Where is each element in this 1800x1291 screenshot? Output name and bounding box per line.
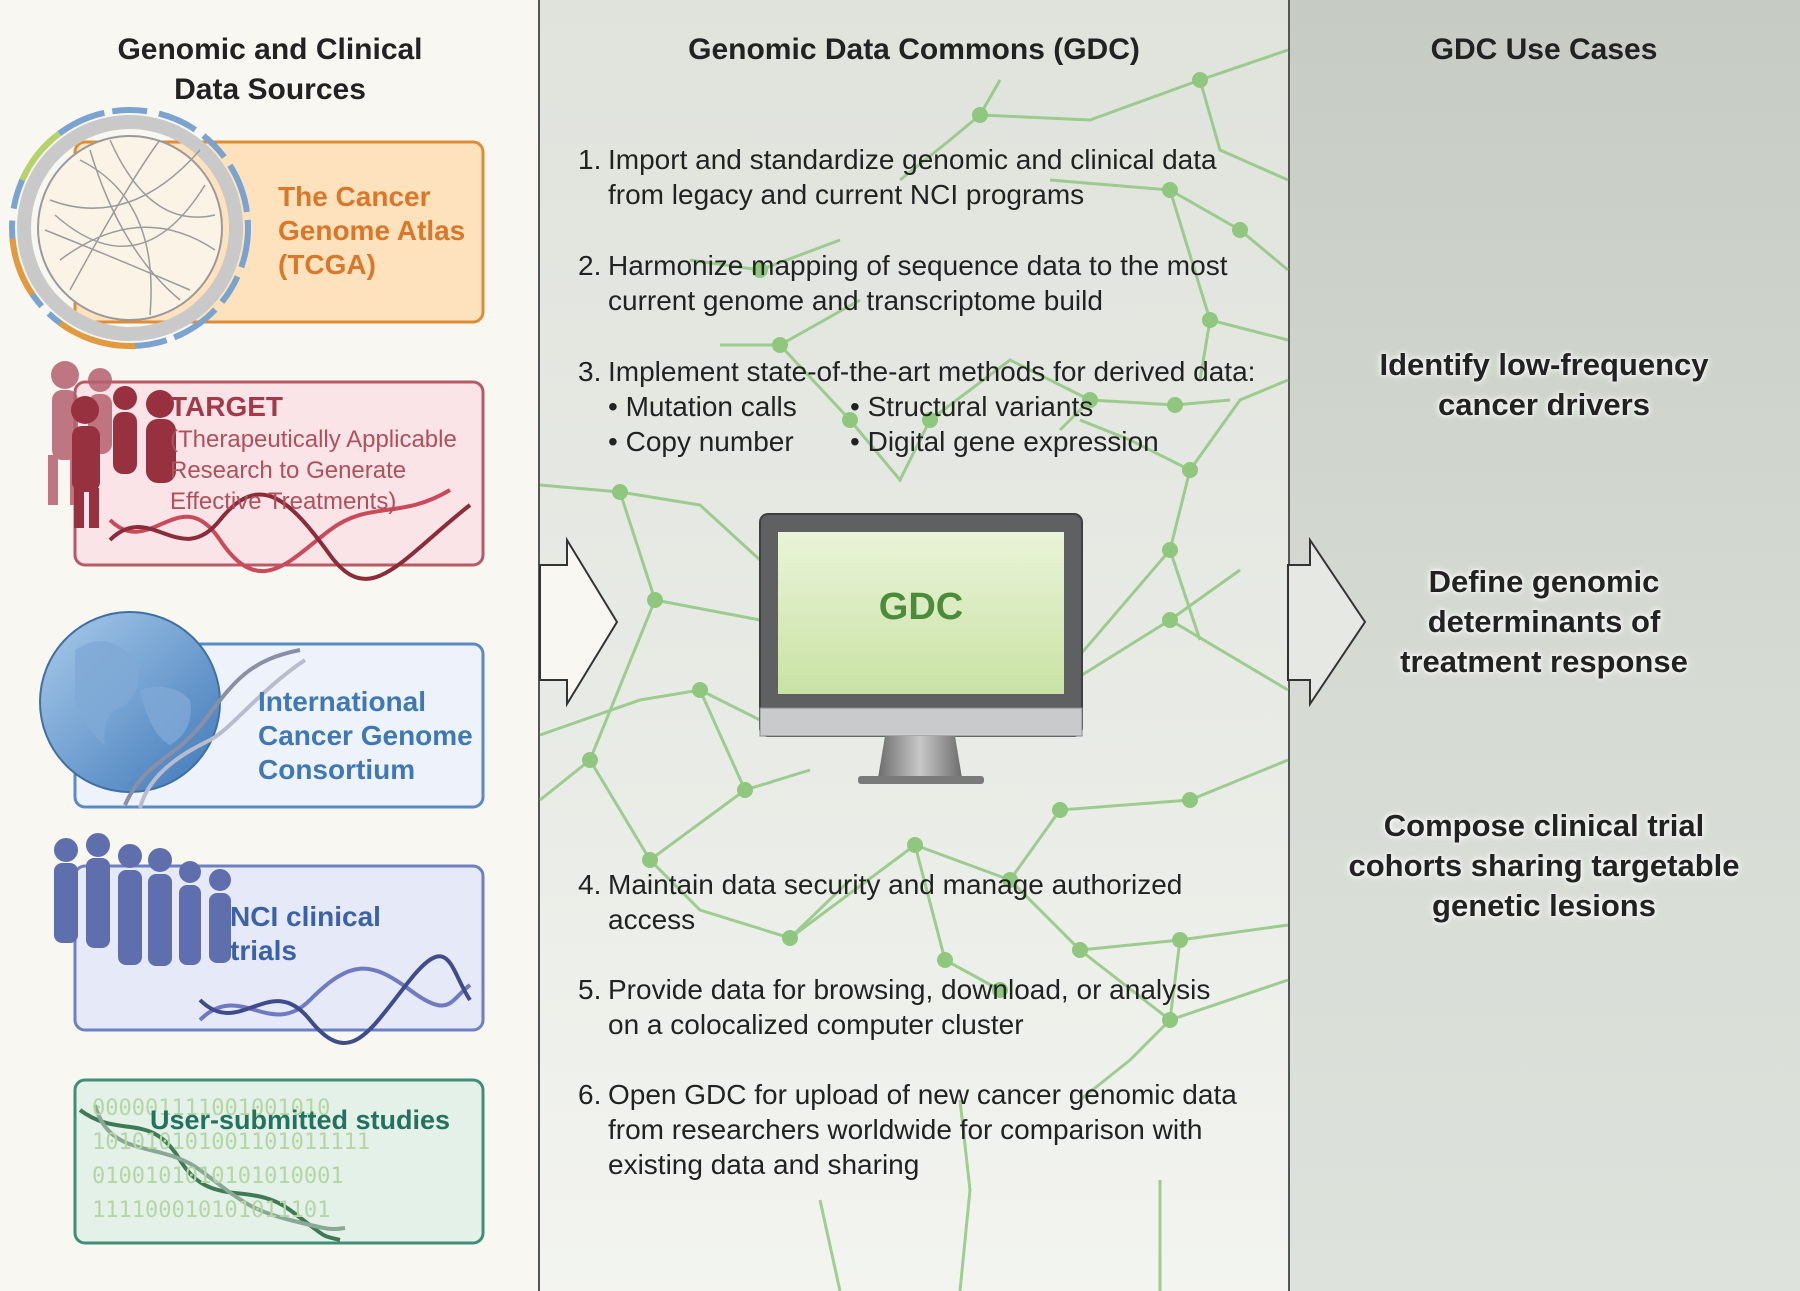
sources-header-line2: Data Sources (174, 73, 366, 106)
use-case-3-line1: Compose clinical trial (1383, 808, 1705, 843)
use-case-3-line2: cohorts sharing targetable (1348, 848, 1740, 883)
arrow-sources-to-gdc (539, 536, 619, 708)
use-case-3: Compose clinical trial cohorts sharing t… (1288, 806, 1800, 926)
globe-icon (39, 611, 221, 793)
step-3-line1: Implement state-of-the-art methods for d… (608, 356, 1256, 387)
step-2-line2: current genome and transcriptome build (608, 285, 1103, 316)
binary-line1: 000001111001001010 (92, 1096, 331, 1121)
target-subtitle-line3: Effective Treatments) (170, 488, 397, 515)
step-6: 6.Open GDC for upload of new cancer geno… (578, 1077, 1278, 1182)
step-6-line1: Open GDC for upload of new cancer genomi… (608, 1079, 1237, 1110)
use-case-1: Identify low-frequency cancer drivers (1288, 345, 1800, 425)
binary-line3: 0100101010101010001 (92, 1164, 344, 1189)
sources-header-line1: Genomic and Clinical (117, 33, 423, 66)
icgc-label-line3: Consortium (258, 754, 416, 785)
tcga-label: The Cancer Genome Atlas (TCGA) (278, 180, 465, 282)
use-case-2-line2: determinants of (1427, 604, 1661, 639)
step-3-bullet-mutation: • Mutation calls (608, 389, 797, 424)
nci-label-line1: NCI clinical (230, 901, 381, 932)
step-6-line2: from researchers worldwide for compariso… (608, 1114, 1203, 1145)
nci-label-line2: trials (230, 935, 297, 966)
arrow-gdc-to-use-cases (1287, 536, 1367, 708)
target-subtitle: (Therapeutically Applicable Research to … (170, 424, 457, 517)
target-subtitle-line2: Research to Generate (170, 457, 407, 484)
step-5-number: 5. (578, 974, 602, 1005)
step-6-number: 6. (578, 1079, 602, 1110)
binary-background: 000001111001001010 101010101001101011111… (92, 1092, 370, 1228)
step-2-number: 2. (578, 250, 602, 281)
bullet-structural-variants: Structural variants (867, 391, 1094, 422)
bullet-copy-number: Copy number (625, 426, 794, 457)
step-5-line1: Provide data for browsing, download, or … (608, 974, 1211, 1005)
use-case-1-line2: cancer drivers (1438, 387, 1650, 422)
bullet-symbol: • (850, 426, 860, 457)
step-3-bullet-expression: • Digital gene expression (850, 424, 1159, 459)
network-lines (539, 48, 1289, 1291)
target-subtitle-line1: (Therapeutically Applicable (170, 426, 457, 453)
step-6-line3: existing data and sharing (608, 1149, 920, 1180)
use-case-2-line1: Define genomic (1428, 564, 1660, 599)
step-4-number: 4. (578, 869, 602, 900)
use-case-3-line3: genetic lesions (1432, 888, 1656, 923)
step-3-number: 3. (578, 356, 602, 387)
circos-plot-icon (9, 107, 251, 349)
step-1-line2: from legacy and current NCI programs (608, 179, 1085, 210)
icgc-label: International Cancer Genome Consortium (258, 685, 473, 787)
tcga-label-line2: Genome Atlas (278, 215, 466, 246)
binary-line2: 101010101001101011111 (92, 1130, 371, 1155)
use-case-1-line1: Identify low-frequency (1379, 347, 1709, 382)
step-1-number: 1. (578, 144, 602, 175)
step-5-line2: on a colocalized computer cluster (608, 1009, 1024, 1040)
monitor-label: GDC (878, 586, 964, 628)
tcga-label-line1: The Cancer (278, 181, 431, 212)
use-case-2-line3: treatment response (1400, 644, 1688, 679)
icgc-label-line1: International (258, 686, 427, 717)
step-3-bullet-copy: • Copy number (608, 424, 794, 459)
sources-header: Genomic and Clinical Data Sources (0, 30, 540, 110)
step-2-line1: Harmonize mapping of sequence data to th… (608, 250, 1228, 281)
target-title: TARGET (170, 391, 284, 422)
step-4: 4.Maintain data security and manage auth… (578, 867, 1278, 937)
step-4-line2: access (608, 904, 696, 935)
bullet-symbol: • (850, 391, 860, 422)
dna-helix-icon-red (108, 488, 472, 581)
bullet-symbol: • (608, 426, 618, 457)
step-3: 3.Implement state-of-the-art methods for… (578, 354, 1278, 389)
children-foreground-icon (71, 386, 176, 528)
step-1: 1.Import and standardize genomic and cli… (578, 142, 1278, 212)
use-cases-header: GDC Use Cases (1430, 33, 1658, 66)
step-4-line1: Maintain data security and manage author… (608, 869, 1183, 900)
icgc-label-line2: Cancer Genome (258, 720, 473, 751)
step-2: 2.Harmonize mapping of sequence data to … (578, 248, 1278, 318)
dna-helix-icon-purple (198, 954, 472, 1045)
monitor-icon (759, 513, 1083, 784)
user-submitted-label: User-submitted studies (150, 1105, 451, 1135)
people-silhouettes-icon (54, 833, 231, 966)
use-case-2: Define genomic determinants of treatment… (1288, 562, 1800, 682)
binary-line4: 111100010101011101 (92, 1198, 331, 1223)
bullet-symbol: • (608, 391, 618, 422)
use-cases-panel (1288, 0, 1800, 1291)
nci-label: NCI clinical trials (230, 900, 381, 968)
dna-helix-icon-green (78, 1104, 346, 1242)
dna-helix-icon-blue (123, 648, 307, 809)
step-1-line1: Import and standardize genomic and clini… (608, 144, 1217, 175)
bullet-mutation-calls: Mutation calls (625, 391, 797, 422)
bullet-digital-gene-expression: Digital gene expression (867, 426, 1159, 457)
gdc-header: Genomic Data Commons (GDC) (688, 33, 1140, 66)
step-5: 5.Provide data for browsing, download, o… (578, 972, 1278, 1042)
tcga-label-line3: (TCGA) (278, 249, 376, 280)
network-nodes (582, 72, 1248, 1028)
step-3-bullet-structural: • Structural variants (850, 389, 1093, 424)
